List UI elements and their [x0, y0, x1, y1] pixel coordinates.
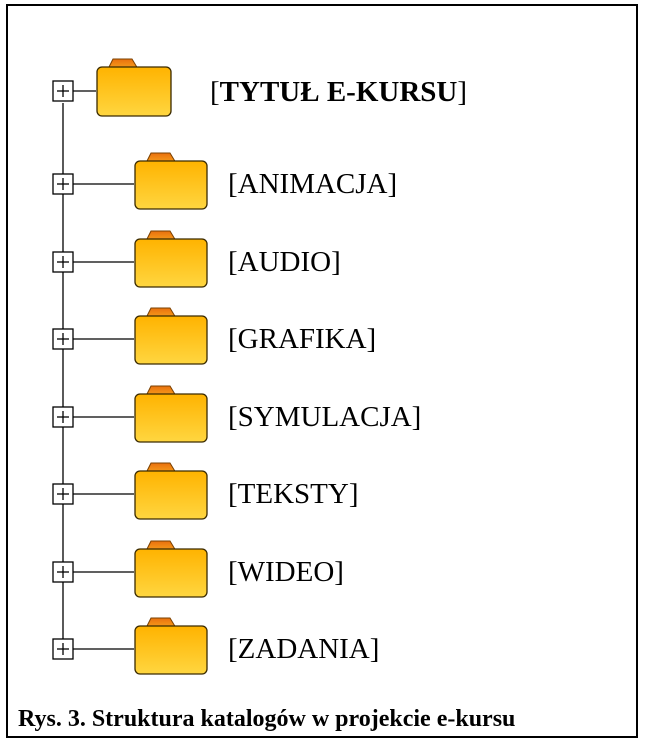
folder-icon[interactable] [134, 385, 208, 443]
folder-label: [GRAFIKA] [228, 323, 377, 355]
folder-label: [ANIMACJA] [228, 168, 398, 200]
tree-row [52, 617, 208, 675]
tree-row [52, 230, 208, 288]
tree-row [52, 307, 208, 365]
folder-icon[interactable] [134, 617, 208, 675]
tree-row [52, 540, 208, 598]
tree-row [52, 152, 208, 210]
tree-row [52, 385, 208, 443]
root-node [52, 58, 172, 117]
root-folder-icon[interactable] [96, 58, 172, 117]
folder-icon[interactable] [134, 462, 208, 520]
folder-icon[interactable] [134, 307, 208, 365]
folder-icon[interactable] [134, 230, 208, 288]
figure-caption: Rys. 3. Struktura katalogów w projekcie … [18, 706, 516, 732]
figure-frame [6, 4, 638, 738]
folder-label: [TEKSTY] [228, 478, 359, 510]
root-label: [TYTUŁ E-KURSU] [210, 76, 468, 108]
tree-row [52, 462, 208, 520]
folder-icon[interactable] [134, 540, 208, 598]
folder-label: [AUDIO] [228, 246, 341, 278]
folder-label: [WIDEO] [228, 556, 344, 588]
root-title: TYTUŁ E-KURSU [219, 76, 458, 108]
folder-icon[interactable] [134, 152, 208, 210]
folder-label: [SYMULACJA] [228, 401, 422, 433]
folder-label: [ZADANIA] [228, 633, 380, 665]
